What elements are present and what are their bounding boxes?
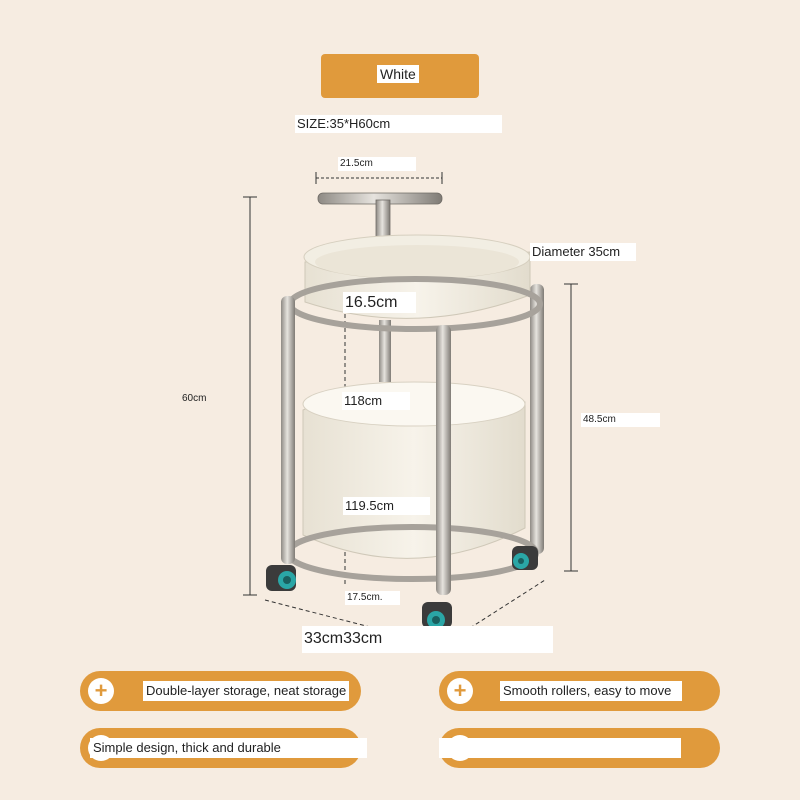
feature-label: Smooth rollers, easy to move: [500, 681, 682, 701]
wheel-front-right-icon: [422, 602, 452, 629]
wheel-back-right-icon: [512, 546, 538, 570]
wheels: [266, 546, 538, 629]
feature-label: Double-layer storage, neat storage: [143, 681, 349, 701]
handle: [317, 192, 443, 382]
feature-label: Simple design, thick and durable: [90, 738, 367, 758]
feature-pill-simple-design: + Simple design, thick and durable: [80, 728, 367, 768]
plus-icon: +: [88, 678, 114, 704]
diameter-label: Diameter 35cm: [530, 243, 636, 261]
handle-width-label: 21.5cm: [338, 157, 416, 171]
feature-label: [439, 738, 681, 758]
upper-tray: [287, 234, 543, 332]
size-label: SIZE:35*H60cm: [295, 115, 502, 133]
plus-icon: +: [447, 678, 473, 704]
leg-height-label: 48.5cm: [581, 413, 660, 427]
feature-pill-fourth: +: [439, 728, 720, 768]
top-tray-height-label: 16.5cm: [343, 292, 416, 314]
bottom-gap-label: 17.5cm.: [345, 591, 400, 605]
front-right-leg: [436, 325, 451, 595]
base-width-dimension-line: [469, 579, 546, 629]
base-dimensions-label: 33cm33cm: [302, 626, 553, 653]
back-right-leg: [530, 284, 544, 554]
mid-height-a-label: 118cm: [342, 392, 410, 410]
feature-pill-smooth-rollers: + Smooth rollers, easy to move: [439, 671, 720, 711]
total-height-label: 60cm: [180, 392, 236, 406]
feature-pill-double-layer: + Double-layer storage, neat storage: [80, 671, 361, 711]
front-left-leg: [281, 296, 295, 564]
wheel-front-left-icon: [266, 565, 296, 591]
color-option-label: White: [377, 65, 419, 83]
mid-height-b-label: 119.5cm: [343, 497, 430, 515]
color-option-badge[interactable]: White: [321, 54, 479, 98]
